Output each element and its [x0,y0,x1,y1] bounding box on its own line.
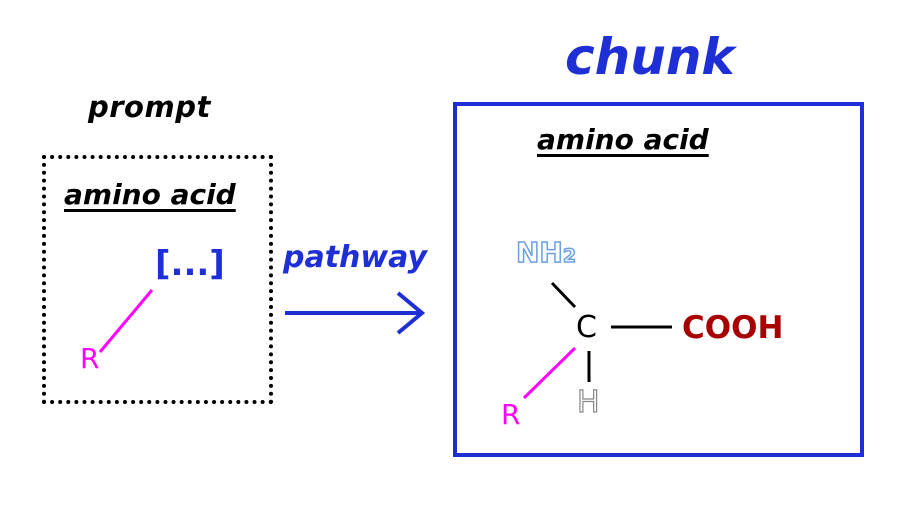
hydrogen-atom: H [576,384,600,420]
prompt-box [42,155,273,404]
carboxyl-group: COOH [682,310,784,346]
amine-group: NH2 [515,235,577,270]
chunk-title: chunk [565,28,735,86]
chunk-box [453,102,864,457]
prompt-label: prompt [88,90,211,124]
chunk-r-group: R [501,398,521,431]
pathway-arrow-head [396,291,426,335]
chunk-subtitle: amino acid [537,123,709,156]
amine-n: NH [515,235,563,270]
prompt-r-group: R [80,342,100,375]
amine-subscript: 2 [562,244,577,268]
central-carbon: C [576,310,597,345]
prompt-subtitle: amino acid [64,178,236,211]
prompt-placeholder: [...] [155,244,225,284]
pathway-label: pathway [283,240,428,275]
